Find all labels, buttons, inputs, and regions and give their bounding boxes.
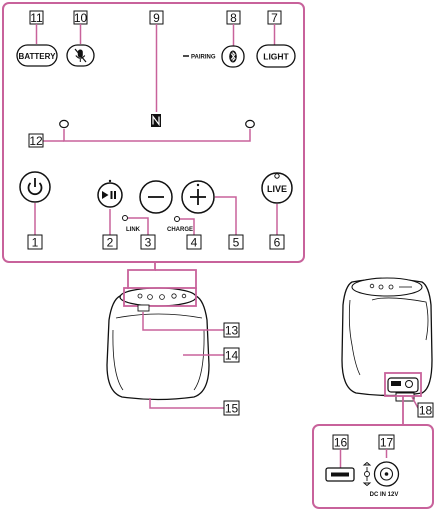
live-button: LIVE xyxy=(261,172,293,204)
charge-lamp xyxy=(174,216,180,222)
play-tactile-dot xyxy=(108,179,112,183)
panel-connector-left xyxy=(127,262,156,289)
pairing-label: PAIRING xyxy=(191,55,216,61)
light-button-label: LIGHT xyxy=(263,52,289,62)
callout-3: 3 xyxy=(140,234,156,250)
volume-down-button xyxy=(139,180,173,214)
rear-top-surface xyxy=(351,277,423,297)
bluetooth-icon xyxy=(230,51,236,62)
pairing-indicator: PAIRING xyxy=(183,55,216,61)
rear-dc-port xyxy=(405,380,413,388)
link-lamp xyxy=(122,215,128,221)
leader-4 xyxy=(180,218,195,235)
callout-2: 2 xyxy=(102,234,118,250)
callout-4-text: 4 xyxy=(191,236,198,250)
light-button: LIGHT xyxy=(256,44,296,68)
battery-button-label: BATTERY xyxy=(19,52,57,61)
battery-button: BATTERY xyxy=(16,44,58,67)
rear-body xyxy=(341,278,433,397)
plus-tactile-dot xyxy=(196,183,200,187)
rear-flap xyxy=(395,392,415,402)
callout-4: 4 xyxy=(186,234,202,250)
callout-12: 12 xyxy=(28,133,44,148)
callout-9: 9 xyxy=(149,10,164,25)
panel-connector-right xyxy=(155,269,197,289)
speaker-top-highlight xyxy=(123,287,197,307)
callout-10-text: 10 xyxy=(74,11,88,25)
mic-off-icon xyxy=(74,48,87,63)
rear-usb-port xyxy=(391,381,401,386)
speaker-rear xyxy=(341,277,433,402)
callout-6: 6 xyxy=(269,234,285,250)
power-icon xyxy=(27,178,43,196)
play-pause-icon xyxy=(102,191,116,199)
callout-7-text: 7 xyxy=(271,11,278,25)
plus-icon xyxy=(190,189,206,205)
callout-5-text: 5 xyxy=(233,236,240,250)
volume-up-button xyxy=(181,180,215,214)
link-label: LINK xyxy=(126,227,141,233)
usb-port xyxy=(325,467,355,482)
callout-6-text: 6 xyxy=(274,236,281,250)
mic-right xyxy=(245,119,255,129)
callout-14-text: 14 xyxy=(225,349,239,363)
callout-1: 1 xyxy=(27,234,43,250)
rear-top-buttons xyxy=(369,283,412,290)
callout-7: 7 xyxy=(267,10,282,25)
callout-5: 5 xyxy=(228,234,244,250)
callout-12-text: 12 xyxy=(29,134,43,148)
charge-label: CHARGE xyxy=(167,227,193,233)
top-panel-frame xyxy=(2,2,305,263)
callout-13-text: 13 xyxy=(225,324,239,338)
leader-3 xyxy=(128,217,149,235)
speaker-top-surface xyxy=(119,287,197,307)
callout-8-text: 8 xyxy=(230,11,237,25)
live-lamp xyxy=(274,173,280,179)
callout-10: 10 xyxy=(73,10,88,25)
callout-17: 17 xyxy=(378,434,395,450)
speaker-front xyxy=(106,287,210,401)
callout-18-text: 18 xyxy=(419,404,433,418)
callout-11-text: 11 xyxy=(30,11,43,25)
leader-13 xyxy=(142,312,224,331)
callout-17-text: 17 xyxy=(380,436,394,450)
grille-left-edge xyxy=(112,329,124,391)
callout-11: 11 xyxy=(29,10,44,25)
port-detail-frame xyxy=(312,424,434,509)
callout-2-text: 2 xyxy=(107,236,114,250)
power-button xyxy=(19,171,51,203)
grille-right-edge xyxy=(193,329,205,391)
callout-13: 13 xyxy=(223,322,240,338)
callout-9-text: 9 xyxy=(153,11,160,25)
leader-18 xyxy=(411,396,419,409)
bluetooth-button xyxy=(221,45,245,68)
play-pause-button xyxy=(97,179,123,208)
dc-in-label: DC IN 12V xyxy=(370,492,399,498)
dc-in-jack xyxy=(373,461,400,487)
callout-18: 18 xyxy=(417,402,434,418)
front-logo-plate xyxy=(137,304,150,312)
callout-16: 16 xyxy=(332,434,349,450)
speaker-body xyxy=(106,292,210,401)
mic-left xyxy=(59,119,69,129)
dc-polarity-icon xyxy=(362,461,372,487)
callout-1-text: 1 xyxy=(32,236,39,250)
callout-16-text: 16 xyxy=(334,436,348,450)
mic-mute-button xyxy=(66,44,95,67)
callout-15-text: 15 xyxy=(225,402,239,416)
callout-15: 15 xyxy=(223,400,240,416)
live-button-label: LIVE xyxy=(267,184,287,194)
leader-5 xyxy=(215,196,237,235)
nfc-icon xyxy=(151,114,161,127)
leader-12 xyxy=(63,129,251,142)
callout-8: 8 xyxy=(226,10,241,25)
grille-top-edge xyxy=(115,313,203,319)
callout-3-text: 3 xyxy=(145,236,152,250)
leader-15 xyxy=(149,398,224,409)
speaker-top-buttons xyxy=(137,293,187,300)
callout-14: 14 xyxy=(223,347,240,363)
